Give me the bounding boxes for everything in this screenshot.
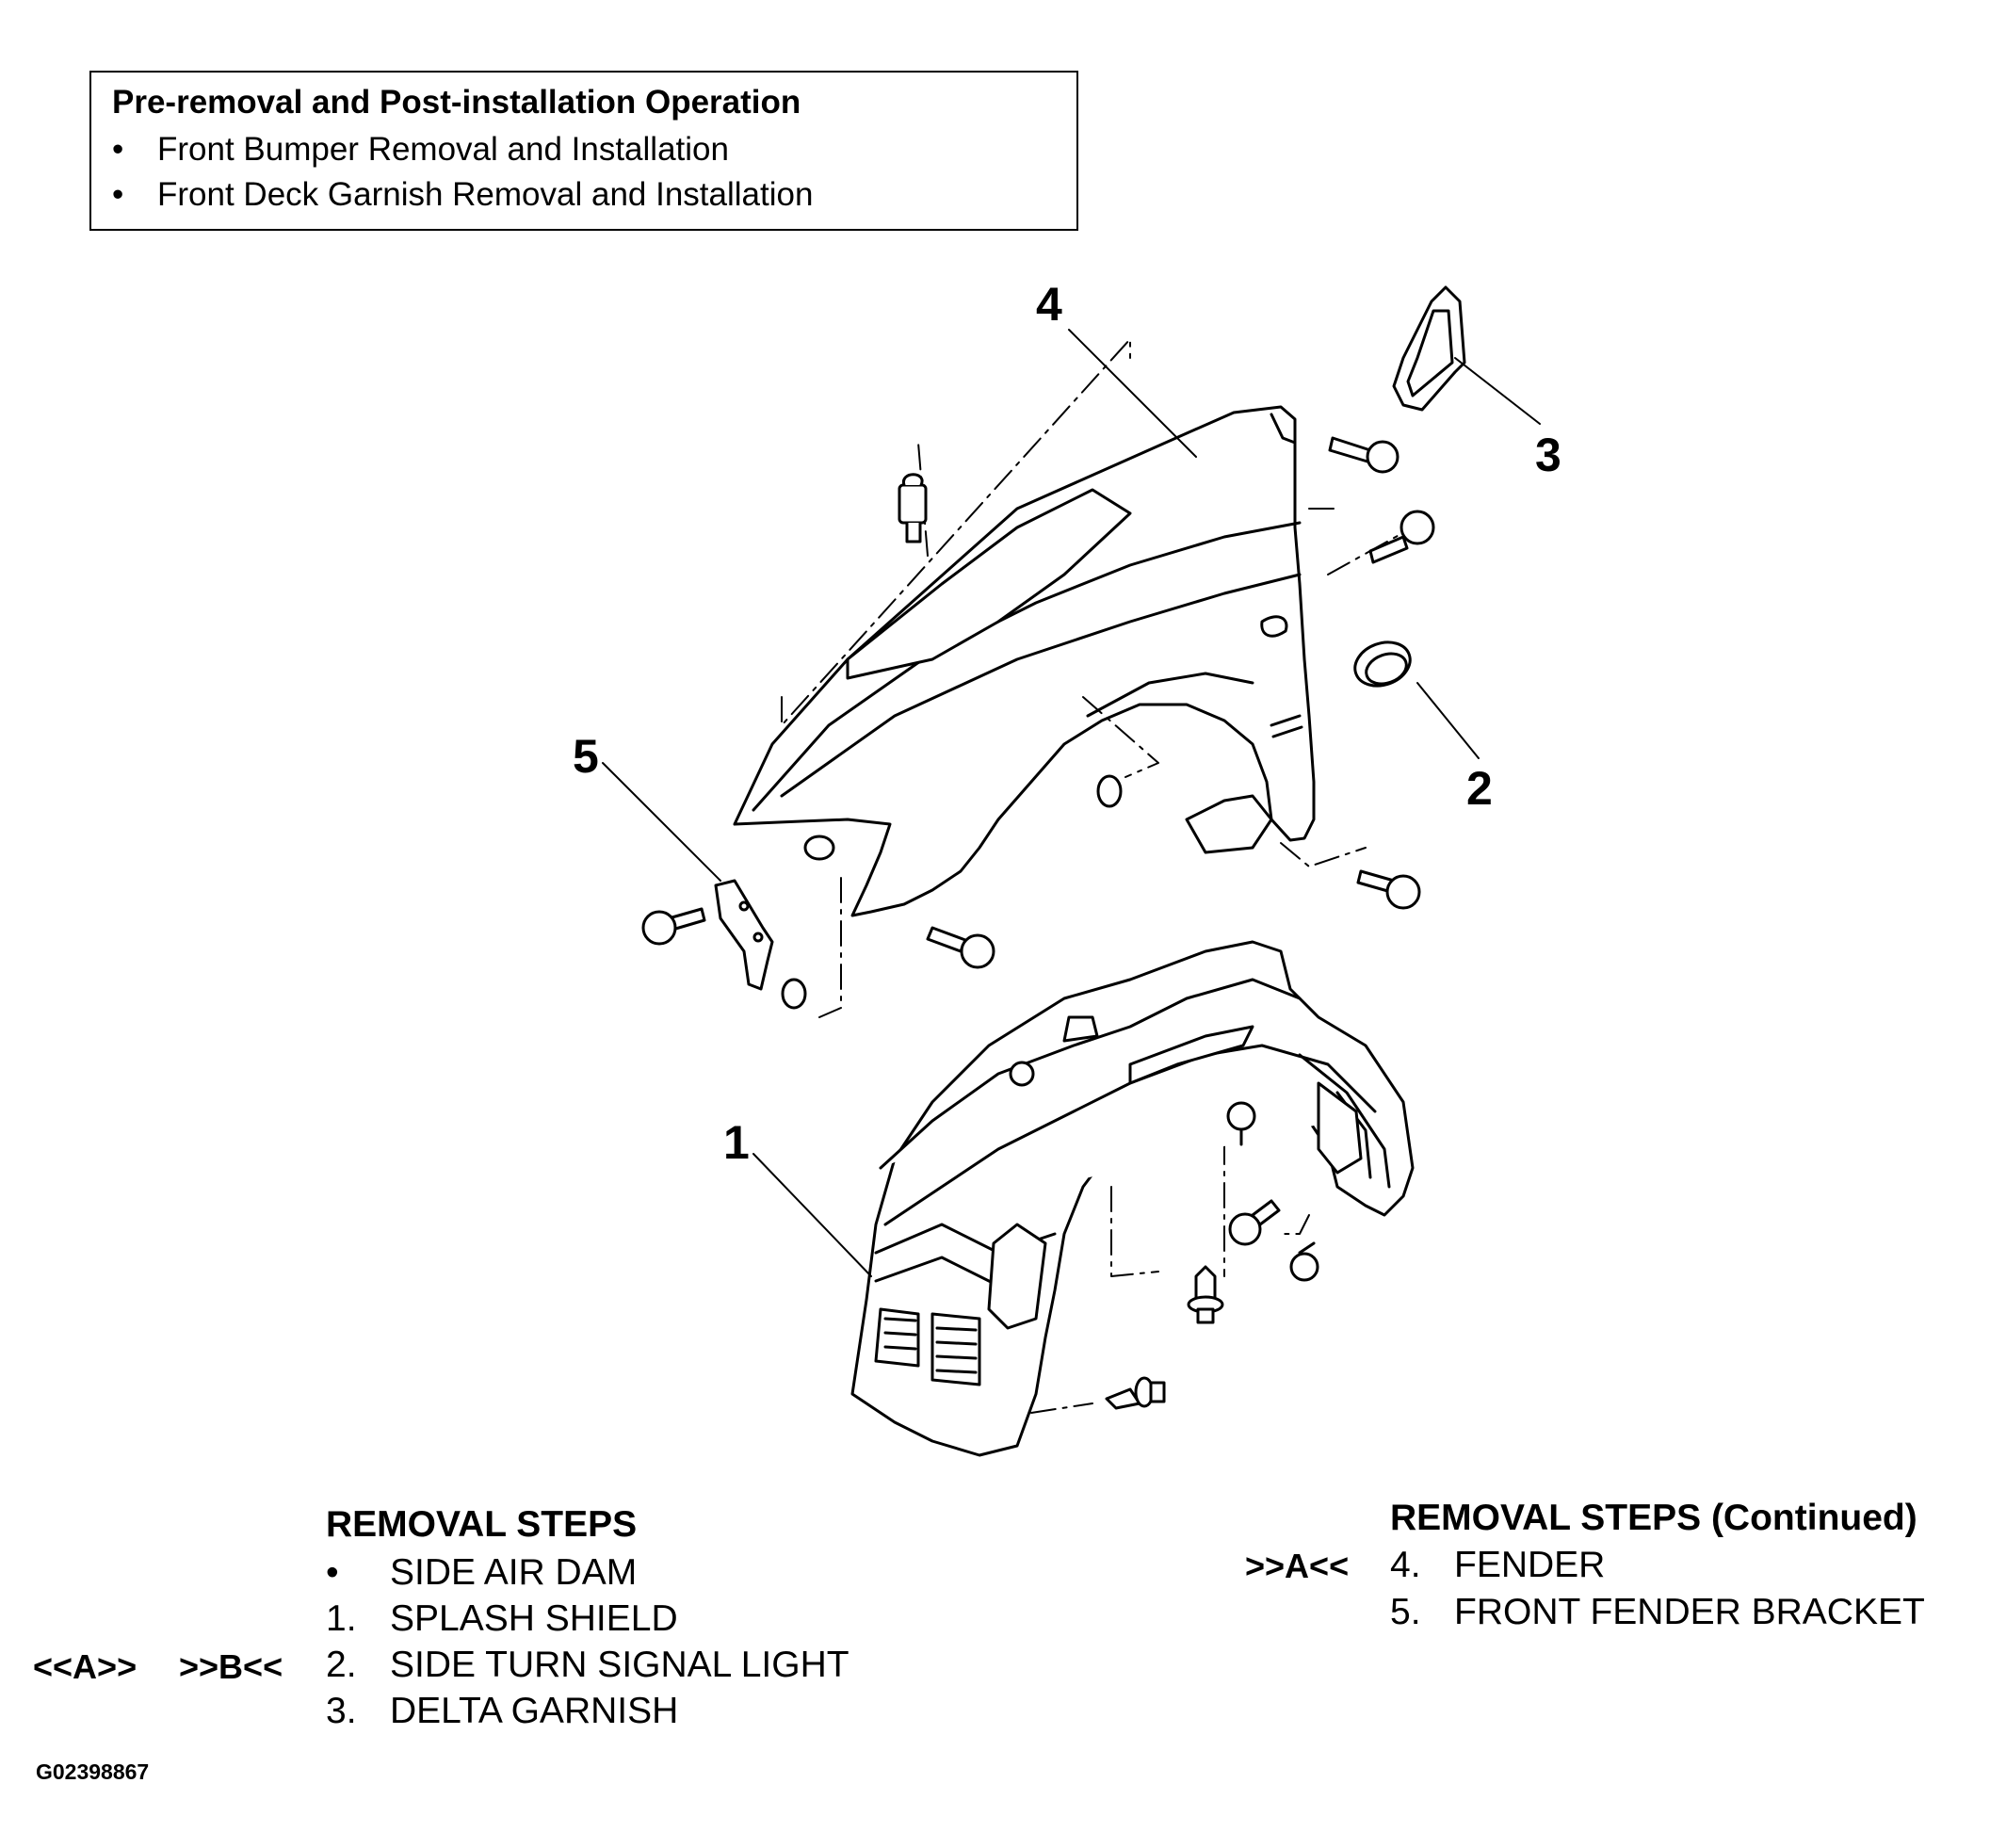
bolt-mid-right xyxy=(1368,510,1435,564)
clip-2 xyxy=(1228,1199,1281,1246)
delta-garnish-part xyxy=(1392,285,1466,412)
info-item-front-bumper: •Front Bumper Removal and Installation xyxy=(112,131,729,168)
splash-shield-clips xyxy=(1105,1101,1319,1410)
bolt-bottom-mid xyxy=(926,926,995,969)
clip-4 xyxy=(1187,1265,1224,1324)
clip-3 xyxy=(1289,1241,1319,1282)
bullet-icon: • xyxy=(112,131,124,168)
callout-5: 5 xyxy=(573,730,599,783)
callout-2: 2 xyxy=(1466,762,1493,815)
bolt-top-right xyxy=(1328,436,1399,474)
bolt-bottom-right xyxy=(1356,869,1421,910)
removal-steps-heading: REMOVAL STEPS xyxy=(326,1504,638,1545)
bolt-top-left xyxy=(898,473,928,543)
info-box-title: Pre-removal and Post-installation Operat… xyxy=(112,84,801,121)
splash-shield-part xyxy=(850,940,1415,1457)
info-item-front-deck-garnish: •Front Deck Garnish Removal and Installa… xyxy=(112,176,814,213)
leader-1 xyxy=(752,1153,872,1277)
washer-lower xyxy=(781,978,807,1010)
callout-leaders xyxy=(602,329,1541,1277)
leader-2 xyxy=(1416,682,1480,759)
fender-part xyxy=(733,405,1316,917)
side-turn-signal-part xyxy=(1353,640,1412,688)
callout-1: 1 xyxy=(723,1116,750,1169)
fender-bolts xyxy=(641,436,1435,1010)
code-a-removal: <<A>> xyxy=(33,1647,138,1686)
bolt-bracket xyxy=(641,907,706,946)
code-b-install: >>B<< xyxy=(179,1647,283,1686)
leader-3 xyxy=(1454,357,1541,425)
leader-5 xyxy=(602,762,721,882)
figure-id: G02398867 xyxy=(36,1759,150,1784)
washer-front xyxy=(803,835,835,861)
callout-4: 4 xyxy=(1036,278,1062,331)
front-fender-bracket-part xyxy=(714,879,774,991)
washer-fender xyxy=(1096,774,1123,808)
leader-4 xyxy=(1068,329,1197,458)
clip-5 xyxy=(1105,1376,1166,1410)
code-a-install: >>A<< xyxy=(1245,1547,1350,1585)
callout-3: 3 xyxy=(1535,429,1561,481)
bullet-icon: • xyxy=(112,176,124,213)
bullet-icon: • xyxy=(326,1552,339,1593)
pre-removal-info-box: Pre-removal and Post-installation Operat… xyxy=(89,71,1078,231)
removal-steps-continued-heading: REMOVAL STEPS (Continued) xyxy=(1390,1498,1917,1538)
clip-1 xyxy=(1226,1101,1256,1146)
